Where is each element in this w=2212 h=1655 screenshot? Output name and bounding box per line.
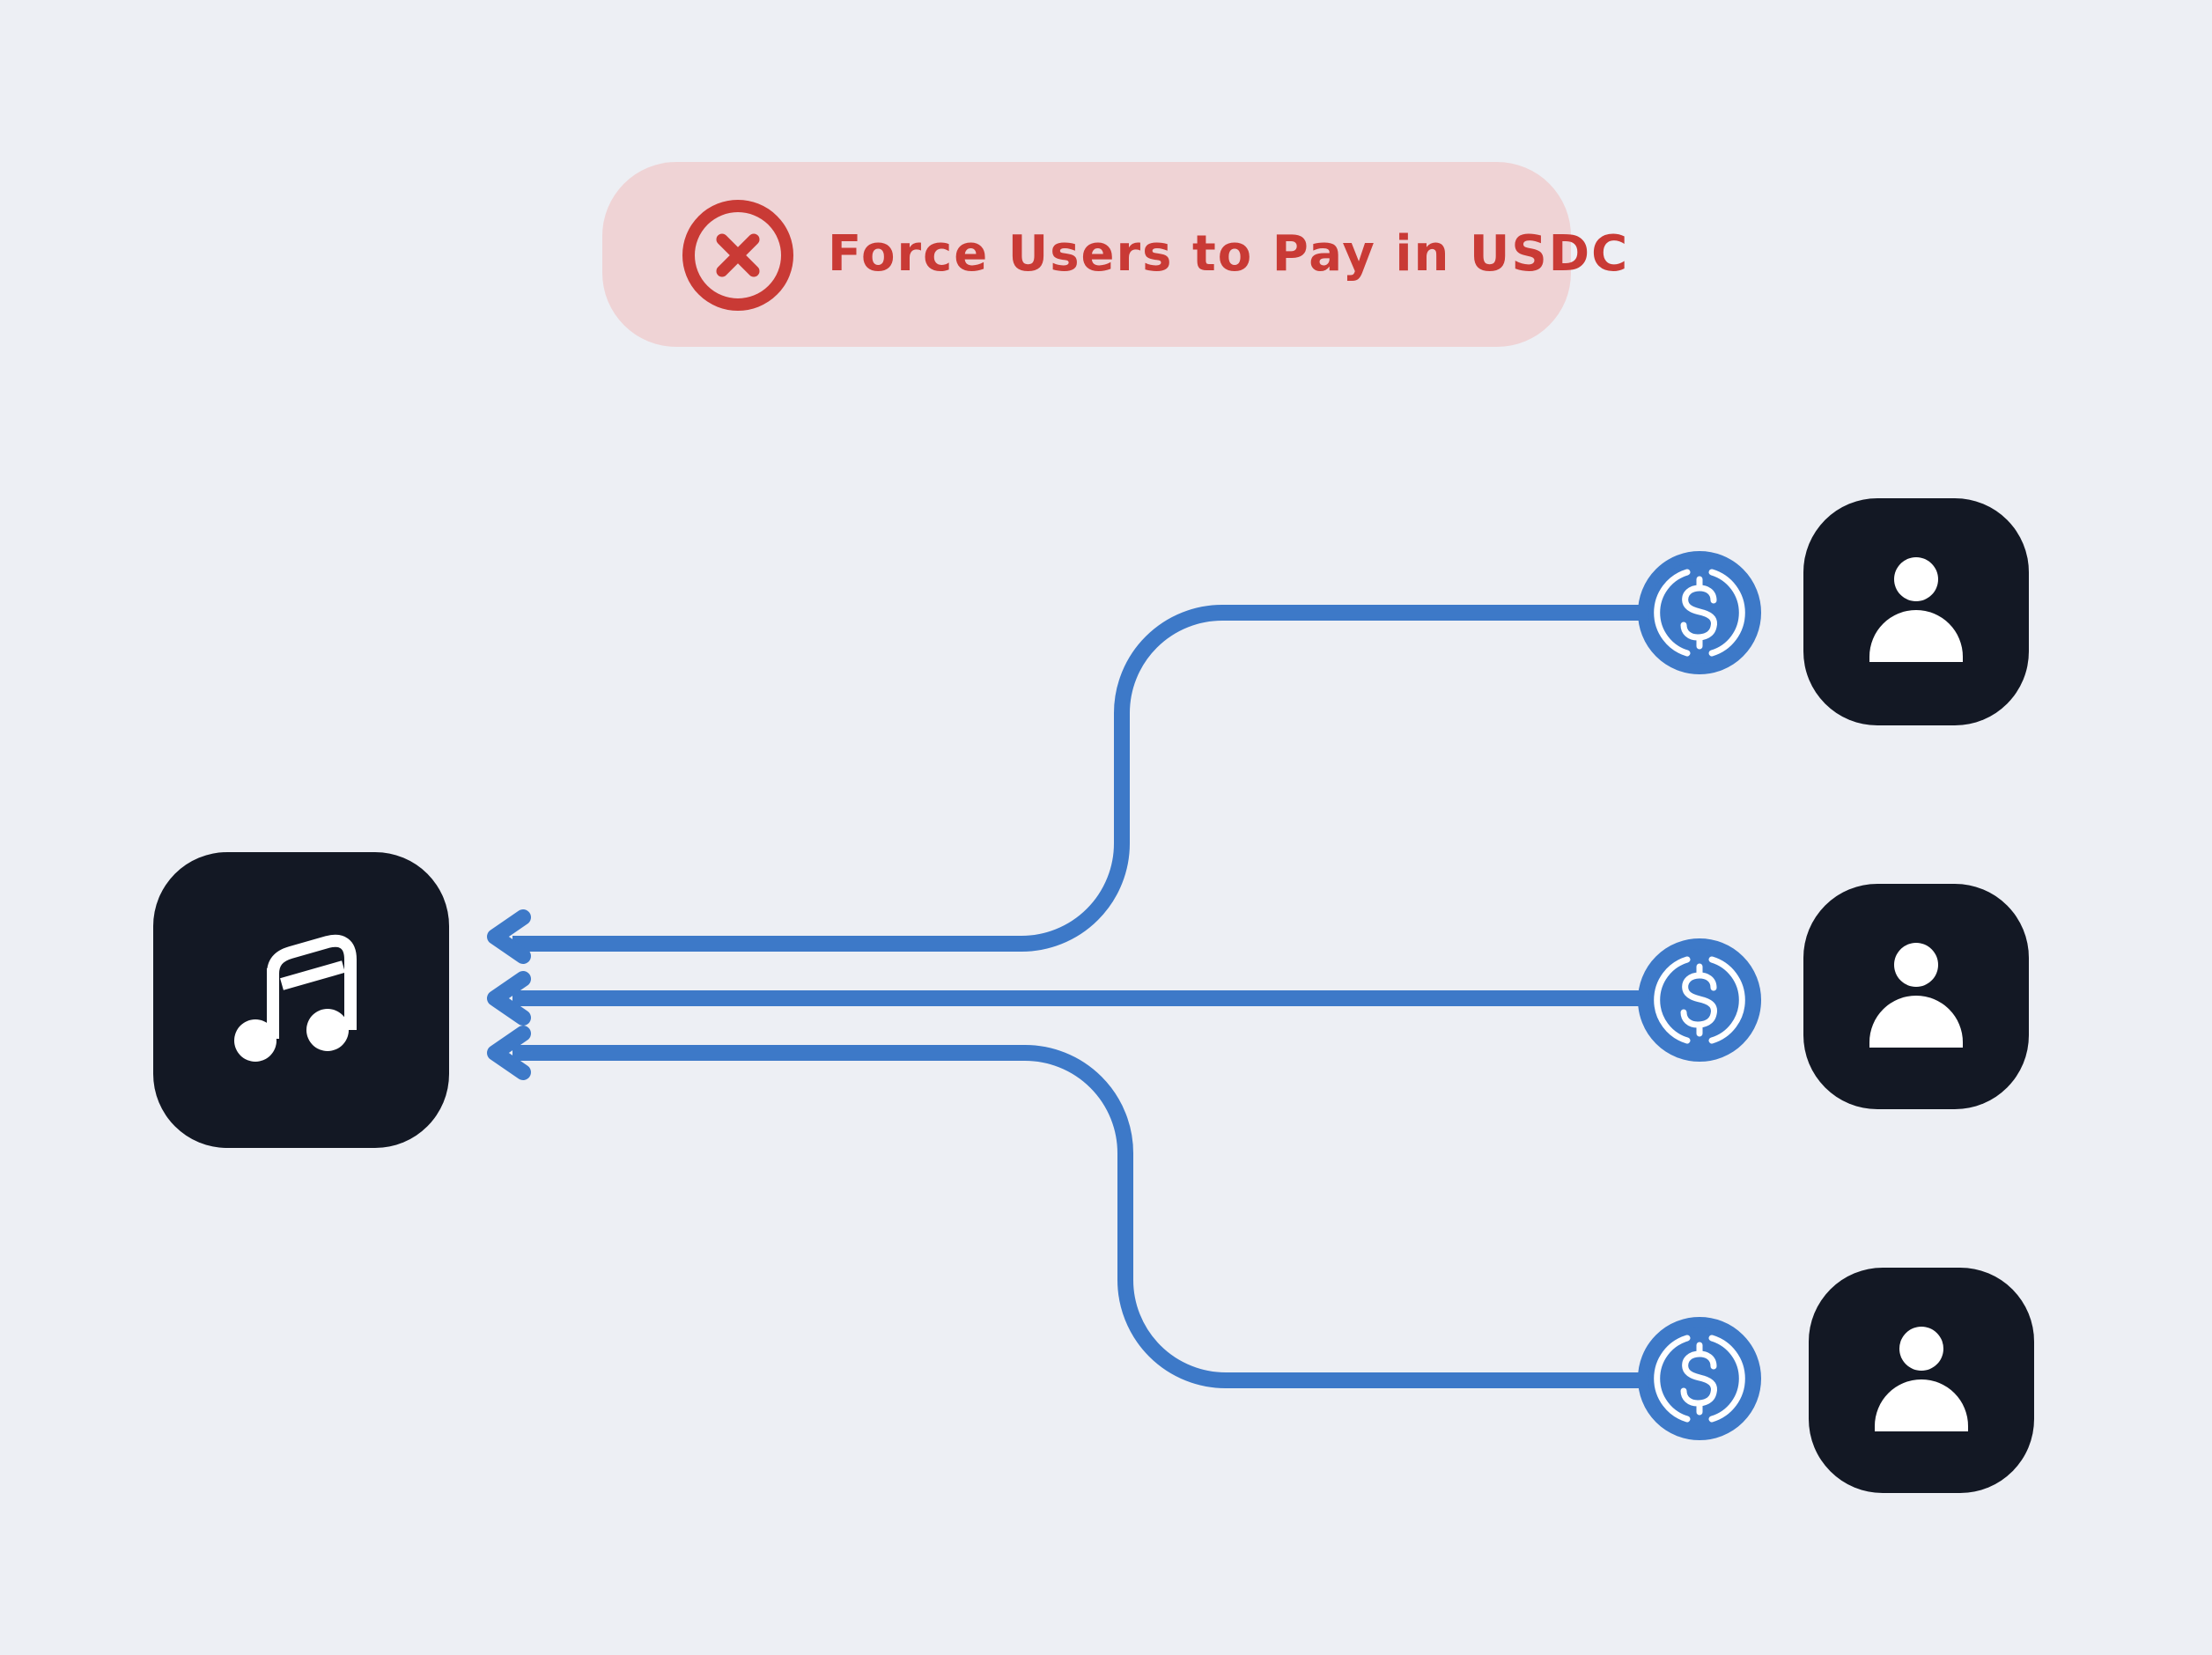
user-box-top	[1803, 498, 2029, 725]
usdc-coin-icon	[1643, 556, 1756, 669]
x-circle-icon	[682, 200, 793, 311]
service-box	[153, 852, 449, 1148]
connector-bottom	[487, 1026, 1647, 1388]
banner: Force Users to Pay in USDC	[602, 162, 1627, 347]
usdc-coin-icon	[1643, 944, 1756, 1056]
user-box-middle	[1803, 884, 2029, 1109]
user-box-bottom	[1809, 1268, 2034, 1493]
connector-top	[487, 605, 1647, 964]
usdc-coin-icon	[1643, 1322, 1756, 1435]
banner-title: Force Users to Pay in USDC	[828, 225, 1630, 283]
connector-middle	[487, 971, 1647, 1026]
music-note-icon	[234, 934, 357, 1062]
